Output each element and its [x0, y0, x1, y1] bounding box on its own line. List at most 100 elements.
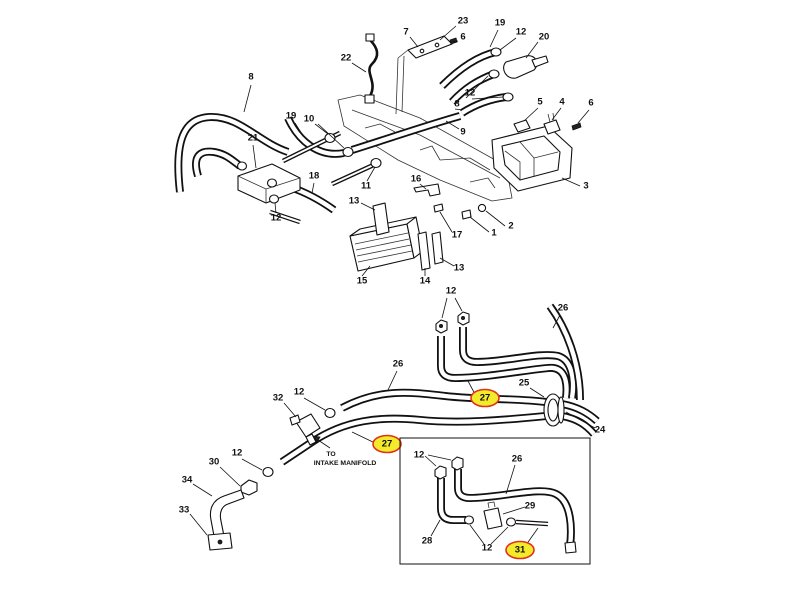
- highlight-marker: [372, 434, 402, 454]
- hose-right-a-core: [561, 401, 599, 423]
- callout-28: 28: [422, 536, 433, 547]
- hose-part-26-a-core: [438, 336, 569, 399]
- hose-left-short: [192, 147, 243, 178]
- valve-part-32: [295, 413, 321, 438]
- seal-part-13-left: [372, 202, 390, 236]
- callout-6: 6: [588, 98, 593, 109]
- nut-part-30: [240, 479, 258, 496]
- callout-2: 2: [508, 221, 513, 232]
- clamp-part-12: [505, 517, 517, 527]
- callout-9: 9: [460, 127, 465, 138]
- callout-21: 21: [248, 133, 259, 144]
- intake-manifold-note-line2: INTAKE MANIFOLD: [314, 460, 377, 467]
- wire-connector: [365, 33, 375, 42]
- clamp-part-12: [268, 194, 280, 204]
- support-frame: [337, 94, 513, 202]
- callout-33: 33: [179, 505, 190, 516]
- intake-manifold-note-line1: TO: [326, 451, 335, 458]
- clamp-part-12: [502, 92, 514, 102]
- lower-assembly: 12 26 26 25 32 12 24 12 30 34 33 27 27 T…: [179, 286, 606, 551]
- elbow-part-34: [209, 489, 245, 537]
- coupling-bore: [438, 323, 443, 328]
- callout-12: 12: [446, 286, 457, 297]
- screw-part-6: [449, 37, 458, 45]
- callout-11: 11: [361, 181, 372, 192]
- hose-part-9-core: [351, 113, 461, 153]
- callout-23: 23: [458, 16, 469, 27]
- clamp-part-12: [490, 47, 502, 57]
- hose-part-26-inset: [454, 469, 575, 547]
- clamp-part-10: [342, 146, 354, 158]
- grommet-ring-part-24: [557, 396, 565, 424]
- callout-32: 32: [273, 393, 284, 404]
- screw-part-6: [571, 122, 582, 131]
- hose-part-28-core: [438, 478, 466, 523]
- hose-part-26-b-core: [460, 327, 576, 399]
- callout-27-highlighted: 27: [382, 439, 393, 450]
- leader-lines-inset: [424, 454, 539, 546]
- upper-assembly: 23 7 19 6 12 20 22 8 12 8 5 4 6 19 10 9 …: [174, 16, 594, 287]
- detail-inset: 12 26 29 28 12 31: [399, 437, 591, 565]
- bolt-part-1: [461, 209, 472, 220]
- clamp-part-11: [370, 157, 382, 169]
- bracket-hole: [217, 539, 223, 545]
- callout-26: 26: [393, 359, 404, 370]
- callout-19: 19: [286, 111, 297, 122]
- valve-part-29: [483, 507, 503, 530]
- tube-part-31-core: [515, 521, 549, 525]
- valve-part-20: [503, 55, 538, 79]
- callout-1: 1: [491, 228, 497, 239]
- bracket-part-16: [413, 183, 441, 197]
- callout-15: 15: [357, 276, 368, 287]
- callout-25: 25: [519, 378, 530, 389]
- callout-24: 24: [595, 425, 606, 436]
- clamp-part-10: [324, 132, 336, 144]
- callout-29: 29: [525, 501, 536, 512]
- hose-right-b-core: [561, 413, 596, 436]
- callout-17: 17: [452, 230, 463, 241]
- callout-12: 12: [232, 448, 243, 459]
- switch-lever: [547, 112, 555, 123]
- callout-7: 7: [403, 27, 408, 38]
- callout-12: 12: [271, 213, 282, 224]
- hose-part-26-d-core: [340, 390, 547, 410]
- tube-lower-left-core: [269, 211, 301, 223]
- nut-part-2: [477, 203, 487, 213]
- callout-22: 22: [341, 53, 352, 64]
- callout-12: 12: [414, 450, 425, 461]
- blower-housing-divider: [504, 141, 559, 180]
- blower-housing-opening: [501, 135, 561, 181]
- leader-lines-lower: [189, 297, 596, 536]
- callout-20: 20: [539, 32, 550, 43]
- bracket-part-7: [407, 35, 453, 59]
- callout-26: 26: [558, 303, 569, 314]
- heater-core-fins: [354, 232, 413, 263]
- clamp-part-12: [324, 407, 336, 419]
- switch-part-4: [543, 119, 561, 135]
- hose-part-26-inset-core: [455, 469, 574, 547]
- coupling-bore: [460, 315, 465, 320]
- callout-3: 3: [583, 181, 588, 192]
- wire-connector: [364, 94, 375, 104]
- callout-14: 14: [420, 276, 431, 287]
- intake-manifold-arrowhead: [312, 435, 321, 443]
- seal-part-14: [417, 231, 431, 271]
- seal-part-13-right: [431, 231, 444, 265]
- grommet-inner: [547, 398, 559, 422]
- valve-29-tab: [487, 501, 496, 509]
- valve-21-detail: [237, 175, 301, 203]
- wire-part-22: [368, 38, 379, 98]
- hose-end-stub: [564, 541, 577, 554]
- valve-stub: [531, 55, 549, 68]
- callout-6: 6: [460, 32, 465, 43]
- callout-10: 10: [304, 114, 315, 125]
- clip-part-5: [513, 119, 531, 133]
- hose-part-27-core: [280, 413, 547, 464]
- callout-19: 19: [495, 18, 506, 29]
- callout-12: 12: [482, 543, 493, 554]
- highlight-marker: [505, 540, 535, 560]
- hose-part-8-right-core: [460, 94, 507, 115]
- clamp-part-12: [236, 161, 248, 171]
- hose-left-short-core: [193, 149, 242, 177]
- callout-16: 16: [411, 174, 422, 185]
